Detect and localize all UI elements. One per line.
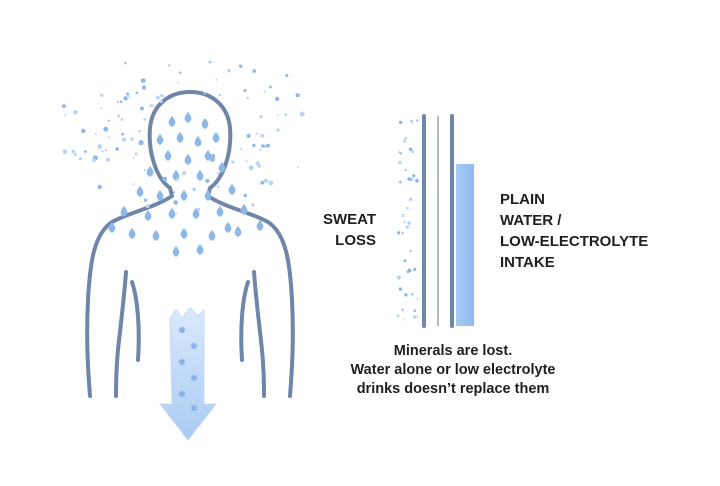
droplet — [192, 208, 200, 219]
droplet — [204, 190, 212, 201]
droplet — [146, 166, 154, 177]
droplet — [194, 136, 202, 147]
sweat-droplet-icon — [108, 112, 264, 257]
sweat-loss-label: SWEAT LOSS — [318, 209, 376, 251]
intake-line-4: INTAKE — [500, 254, 555, 271]
droplet — [201, 118, 209, 129]
intake-line-3: LOW-ELECTROLYTE — [500, 233, 649, 250]
droplet — [156, 190, 164, 201]
caption-line-2: Water alone or low electrolyte — [350, 362, 556, 378]
intake-line-2: WATER / — [500, 212, 562, 229]
intake-line-1: PLAIN — [500, 191, 545, 208]
droplet — [180, 228, 188, 239]
droplet — [216, 206, 224, 217]
intake-label: PLAIN WATER / LOW-ELECTROLYTE INTAKE — [500, 189, 648, 273]
droplet — [256, 220, 264, 231]
droplet — [234, 226, 242, 237]
droplet — [128, 228, 136, 239]
droplet — [152, 230, 160, 241]
droplet — [176, 132, 184, 143]
mist-dots — [62, 61, 305, 215]
droplet — [168, 208, 176, 219]
droplet — [108, 222, 116, 233]
droplet — [228, 184, 236, 195]
caption-line-1: Minerals are lost. — [393, 343, 513, 359]
droplet — [184, 112, 192, 123]
human-figure-icon — [85, 90, 295, 398]
caption: Minerals are lost. Water alone or low el… — [318, 342, 588, 399]
fluid-column-icon — [396, 114, 474, 328]
droplet — [212, 132, 220, 143]
droplet — [180, 190, 188, 201]
droplet — [218, 162, 226, 173]
droplet — [196, 244, 204, 255]
droplet — [168, 116, 176, 127]
droplet — [204, 150, 212, 161]
droplet — [156, 134, 164, 145]
droplet — [208, 230, 216, 241]
droplet — [120, 206, 128, 217]
mineral-loss-arrow-icon — [158, 307, 218, 441]
caption-line-3: drinks doesn’t replace them — [356, 381, 550, 397]
droplet — [240, 204, 248, 215]
droplet — [136, 186, 144, 197]
droplet — [172, 246, 180, 257]
sweat-loss-line-1: SWEAT — [322, 211, 376, 228]
droplet — [224, 222, 232, 233]
droplet — [144, 210, 152, 221]
droplet — [184, 154, 192, 165]
droplet — [196, 170, 204, 181]
droplet — [164, 150, 172, 161]
sweat-loss-line-2: LOSS — [335, 232, 376, 249]
